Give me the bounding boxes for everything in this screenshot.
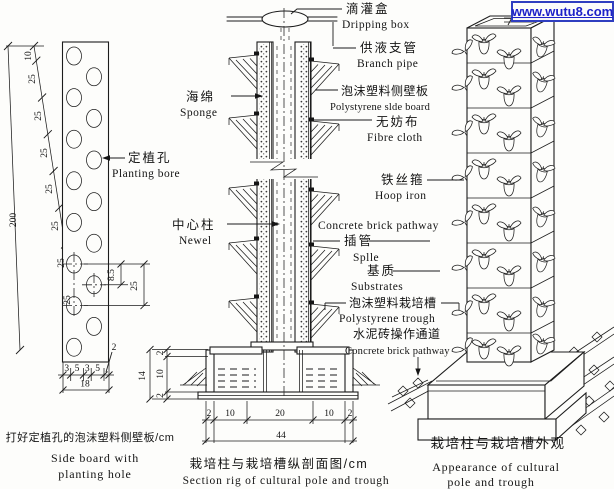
dim-edge: 2 xyxy=(207,409,212,419)
label-branch-pipe-en: Branch pipe xyxy=(357,58,418,70)
dim-ten: 10 xyxy=(324,409,334,419)
caption-left-en-1: Side board with xyxy=(51,451,139,465)
dim-top-offset: 10 xyxy=(24,51,34,61)
caption-left-en-2: planting hole xyxy=(58,467,131,481)
caption-middle-en: Section rig of cultural pole and trough xyxy=(183,475,390,487)
label-sponge-en: Sponge xyxy=(180,107,218,119)
dim-hole-spacing: 25 xyxy=(45,184,55,194)
label-hoop-iron-zh: 铁丝箍 xyxy=(381,172,425,187)
left-figure-side-board-drawing xyxy=(3,41,150,394)
caption-middle-zh: 栽培柱与栽培槽纵剖面图/cm xyxy=(190,456,369,471)
dim-hole-spacing: 25 xyxy=(63,295,73,305)
dim-edge: 2 xyxy=(156,393,166,398)
dim-w5: 5 xyxy=(75,364,80,374)
label-pathway-lower-en: Concrete brick pathway xyxy=(345,346,450,357)
dim-hole-spacing: 25 xyxy=(28,74,38,84)
label-spile-zh: 插管 xyxy=(344,233,373,248)
leader-lines xyxy=(102,8,464,376)
dim-w3: 3 xyxy=(64,364,69,374)
dim-edge: 2 xyxy=(156,350,166,355)
label-side-board-zh: 泡沫塑料侧壁板 xyxy=(341,83,429,98)
dim-height-14: 14 xyxy=(138,371,148,381)
label-trough-en: Polystyrene trough xyxy=(339,313,435,325)
dim-total-height: 200 xyxy=(9,213,19,228)
dim-hole-spacing: 25 xyxy=(51,221,61,231)
caption-left-zh: 打好定植孔的泡沫塑料侧壁板/cm xyxy=(6,430,175,444)
dim-hole-pitch: 25 xyxy=(130,281,140,291)
label-dripping-box-en: Dripping box xyxy=(342,19,410,31)
label-dripping-box-zh: 滴灌盒 xyxy=(346,1,390,16)
label-newel-en: Newel xyxy=(179,235,212,247)
dim-total-width: 18 xyxy=(80,380,90,390)
label-trough-zh: 泡沫塑料栽培槽 xyxy=(349,295,437,310)
caption-right-en-1: Appearance of cultural xyxy=(432,460,560,474)
label-pathway-lower-zh: 水泥砖操作通道 xyxy=(353,326,441,341)
watermark-badge: www.wutu8.com xyxy=(511,1,614,22)
dim-w3: 3 xyxy=(85,364,90,374)
dim-w5: 5 xyxy=(95,364,100,374)
label-substrate-en: Substrates xyxy=(351,281,403,293)
watermark-url-link[interactable]: www.wutu8.com xyxy=(511,4,614,19)
label-branch-pipe-zh: 供液支管 xyxy=(360,40,418,55)
middle-figure-section-drawing xyxy=(146,8,380,445)
dim-hole-spacing: 25 xyxy=(57,258,67,268)
label-hoop-iron-en: Hoop iron xyxy=(375,190,426,202)
label-sponge-zh: 海绵 xyxy=(186,89,215,104)
dim-hole-spacing: 25 xyxy=(40,148,50,158)
label-planting-bore-en: Planting bore xyxy=(112,168,180,180)
label-fibre-cloth-zh: 无妨布 xyxy=(376,114,420,129)
label-fibre-cloth-en: Fibre cloth xyxy=(367,132,423,144)
dim-twenty: 20 xyxy=(275,409,285,419)
label-pathway-upper-en: Concrete brick pathway xyxy=(318,220,439,232)
dim-total-44: 44 xyxy=(276,431,286,441)
dim-ten: 10 xyxy=(156,369,166,379)
label-side-board-en: Polystyrene slde board xyxy=(330,102,431,113)
dim-ten: 10 xyxy=(225,409,235,419)
label-planting-bore-zh: 定植孔 xyxy=(128,150,172,165)
caption-right-en-2: pole and trough xyxy=(447,475,534,489)
dim-hole-spacing: 25 xyxy=(34,111,44,121)
label-newel-zh: 中心柱 xyxy=(172,217,216,232)
text-layer: 10 25 25 25 25 25 25 25 200 8.5 25 3 5 3… xyxy=(6,1,566,489)
caption-right-zh: 栽培柱与栽培槽外观 xyxy=(431,436,566,451)
label-spile-en: Splle xyxy=(353,252,379,264)
label-substrate-zh: 基质 xyxy=(367,264,396,278)
dim-hole-offset: 8.5 xyxy=(107,269,117,281)
dim-thickness: 2 xyxy=(112,343,117,353)
dim-edge: 2 xyxy=(348,409,353,419)
